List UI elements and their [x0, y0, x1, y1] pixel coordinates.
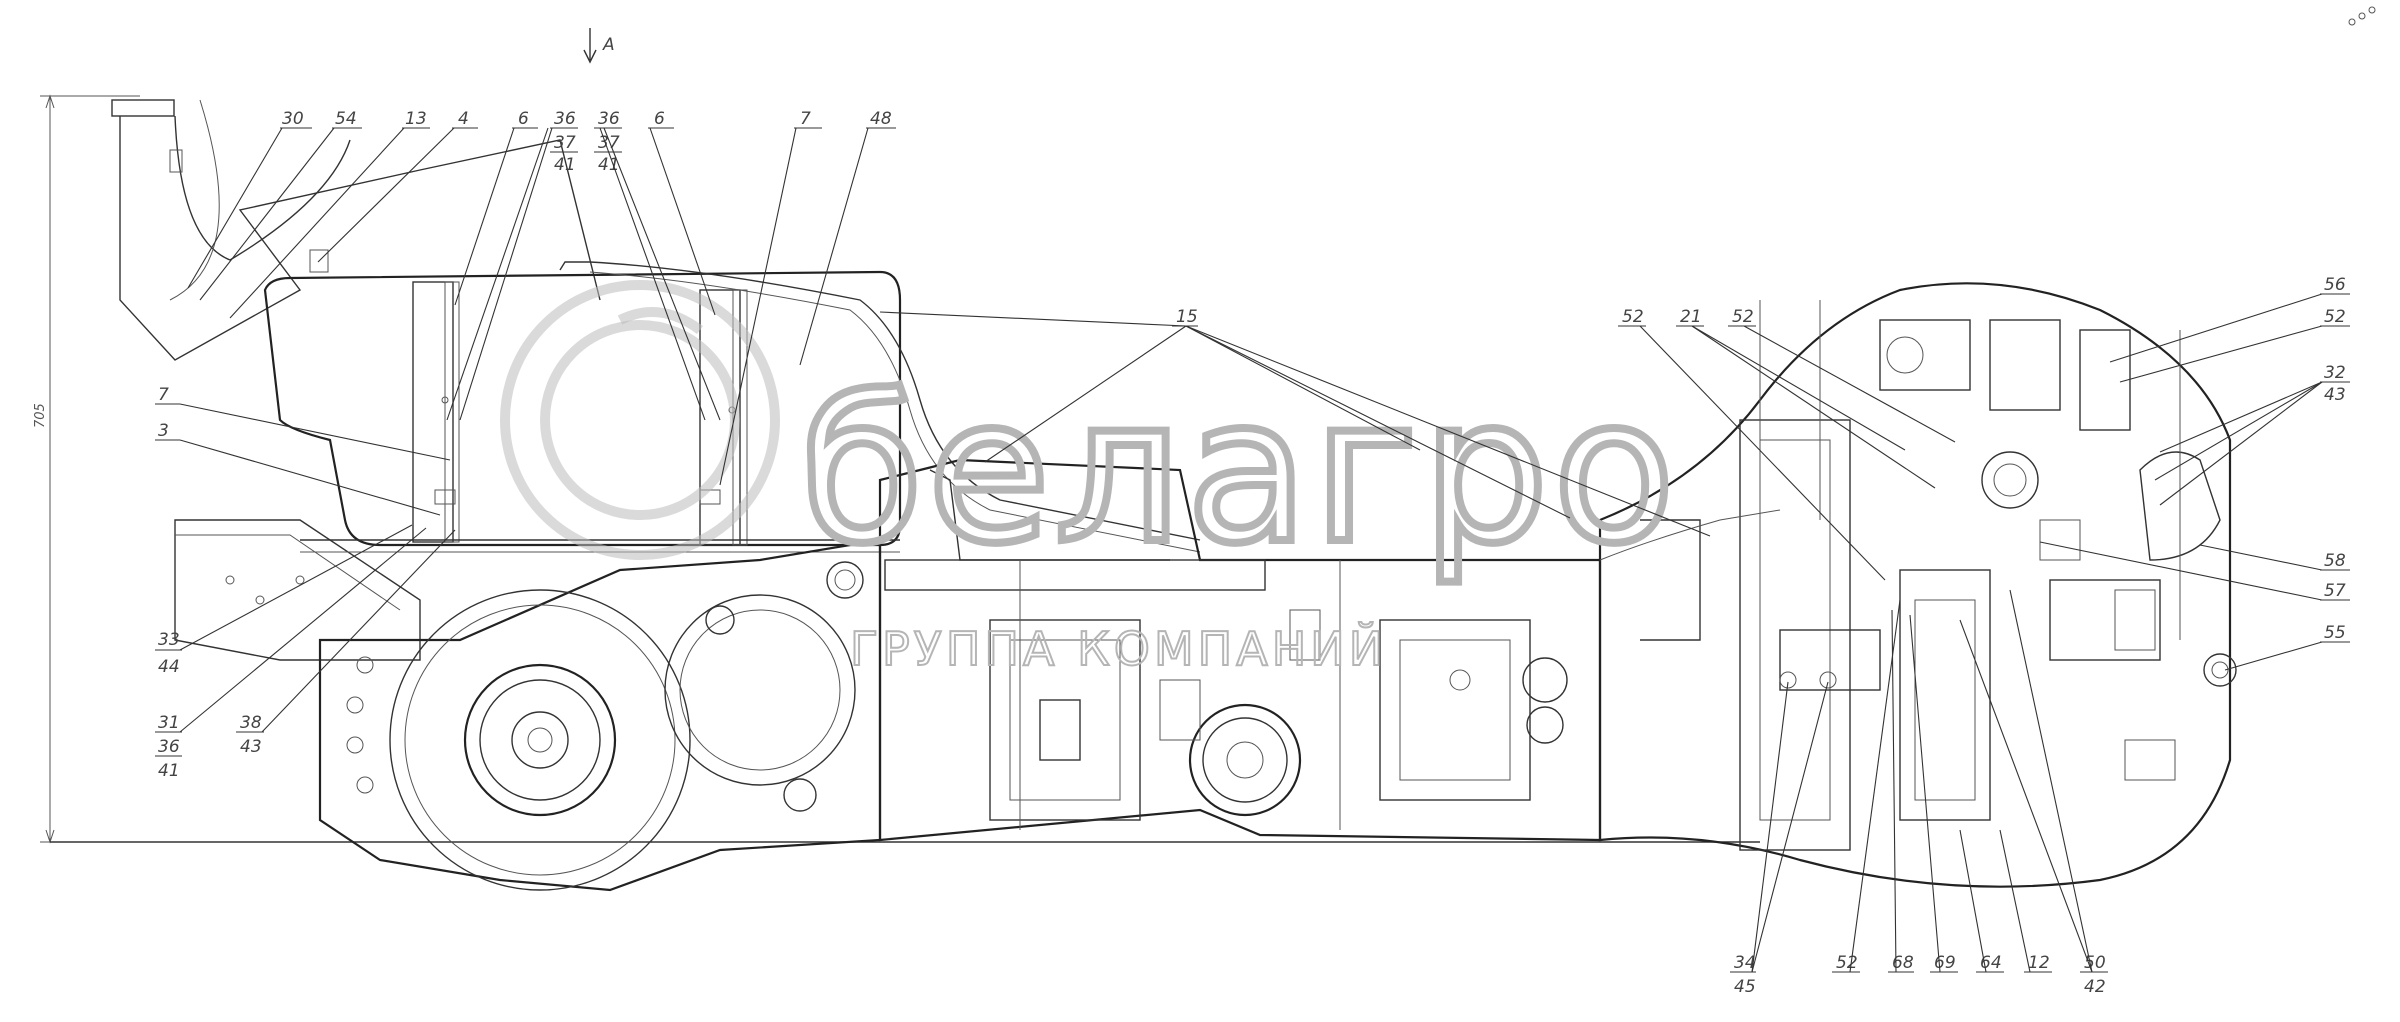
callout-label: 48	[870, 109, 892, 129]
callout-label: 21	[1680, 307, 1702, 327]
callout-label: 7	[158, 385, 169, 405]
watermark-brand: белагро	[800, 355, 1679, 588]
watermark-tagline: ГРУППА КОМПАНИЙ	[850, 622, 1387, 676]
callout-label: 3	[158, 421, 169, 441]
callout-label: 37	[598, 133, 620, 153]
middle-callout: 15	[879, 307, 1711, 537]
height-dimension: 705	[33, 94, 140, 844]
callout-label: 34	[1734, 953, 1756, 973]
callout-label: 38	[240, 713, 262, 733]
callout-label: 44	[158, 657, 180, 677]
bottom-callouts: 34 45 52 68 69 64 12 50 42	[1730, 589, 2108, 997]
stacked-callout-a: 36 37 41	[446, 109, 578, 421]
callout-label: 54	[335, 109, 357, 129]
callout-label: 41	[554, 155, 576, 175]
right-stack-callout: 32 43	[2154, 363, 2350, 506]
callout-label: 37	[554, 133, 576, 153]
callout-label: 6	[518, 109, 529, 129]
callout-label: 43	[240, 737, 262, 757]
callout-label: 68	[1892, 953, 1914, 973]
callout-label: 33	[158, 630, 180, 650]
stacked-callout-b: 36 37 41	[594, 109, 721, 421]
callout-label: 58	[2324, 551, 2346, 571]
callout-label: 36	[554, 109, 576, 129]
callout-label: 41	[158, 761, 180, 781]
callout-label: 56	[2324, 275, 2346, 295]
callout-label: 57	[2324, 581, 2346, 601]
dimension-label: 705	[33, 403, 48, 428]
callout-label: 55	[2324, 623, 2346, 643]
view-arrow: A	[583, 28, 615, 64]
callout-label: 41	[598, 155, 620, 175]
callout-label: 13	[405, 109, 427, 129]
callout-label: 36	[158, 737, 180, 757]
callout-label: 45	[1734, 977, 1756, 997]
callout-label: 30	[282, 109, 304, 129]
top-callouts: 30 54 13 4 6 6 7 48	[187, 109, 896, 486]
callout-label: 32	[2324, 363, 2346, 383]
rear-axle-housing	[318, 538, 882, 892]
fuel-tank	[263, 261, 1201, 553]
engine-section	[1598, 282, 2237, 888]
callout-label: 52	[1836, 953, 1858, 973]
callout-label: 69	[1934, 953, 1956, 973]
callout-label: 42	[2084, 977, 2106, 997]
callout-label: 12	[2028, 953, 2050, 973]
air-intake-pipe	[111, 99, 601, 361]
view-label: A	[602, 35, 615, 55]
callout-label: 52	[1732, 307, 1754, 327]
brand-watermark: белагро ГРУППА КОМПАНИЙ	[500, 280, 1679, 677]
callout-label: 7	[800, 109, 811, 129]
callout-label: 52	[1622, 307, 1644, 327]
callout-label: 50	[2084, 953, 2106, 973]
corner-mark-icon	[2348, 6, 2376, 26]
callout-label: 31	[158, 713, 180, 733]
callout-label: 36	[598, 109, 620, 129]
right-side-callouts: 58 57 55	[2039, 541, 2350, 671]
left-callouts: 7 3 33 44 31 36 41 38 43	[155, 385, 456, 781]
right-top-callouts: 52 21 52 56 52	[1618, 275, 2350, 581]
callout-label: 15	[1176, 307, 1198, 327]
callout-label: 43	[2324, 385, 2346, 405]
callout-label: 52	[2324, 307, 2346, 327]
frame-rail	[174, 519, 900, 661]
callout-label: 6	[654, 109, 665, 129]
callout-label: 4	[458, 109, 469, 129]
